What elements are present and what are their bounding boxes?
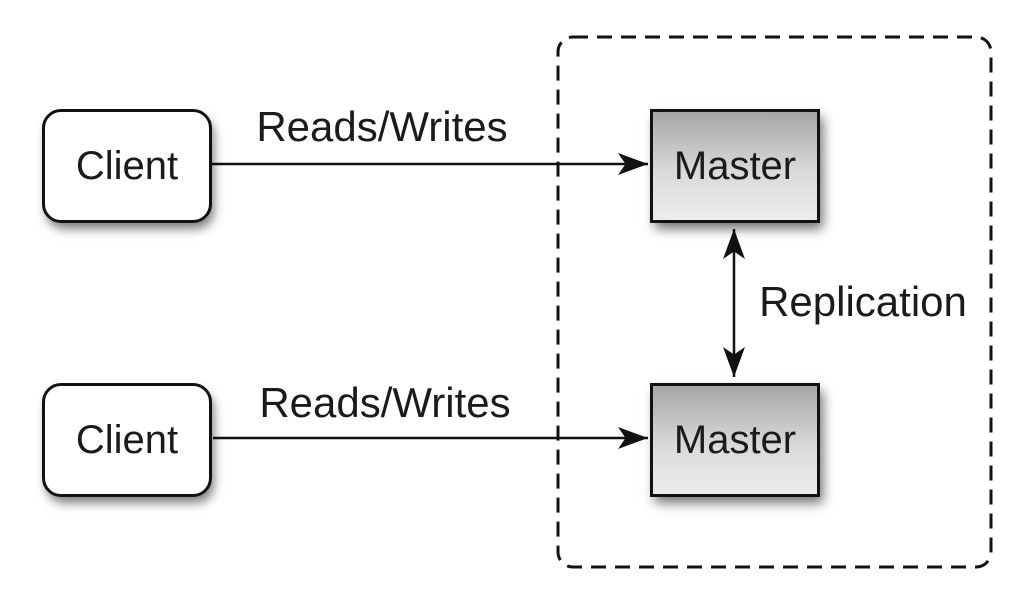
node-client-top: Client [42, 109, 212, 223]
node-client-top-label: Client [75, 144, 179, 188]
edge-label-reads-writes-bottom: Reads/Writes [259, 379, 511, 426]
node-master-bottom-label: Master [673, 418, 797, 462]
edge-label-reads-writes-top: Reads/Writes [256, 103, 508, 150]
node-master-bottom: Master [650, 383, 820, 497]
node-client-bottom: Client [42, 383, 212, 497]
node-master-top: Master [650, 109, 820, 223]
node-master-top-label: Master [673, 144, 797, 188]
node-client-bottom-label: Client [75, 418, 179, 462]
edge-label-replication: Replication [759, 278, 967, 325]
replication-cluster-boundary [556, 35, 993, 569]
